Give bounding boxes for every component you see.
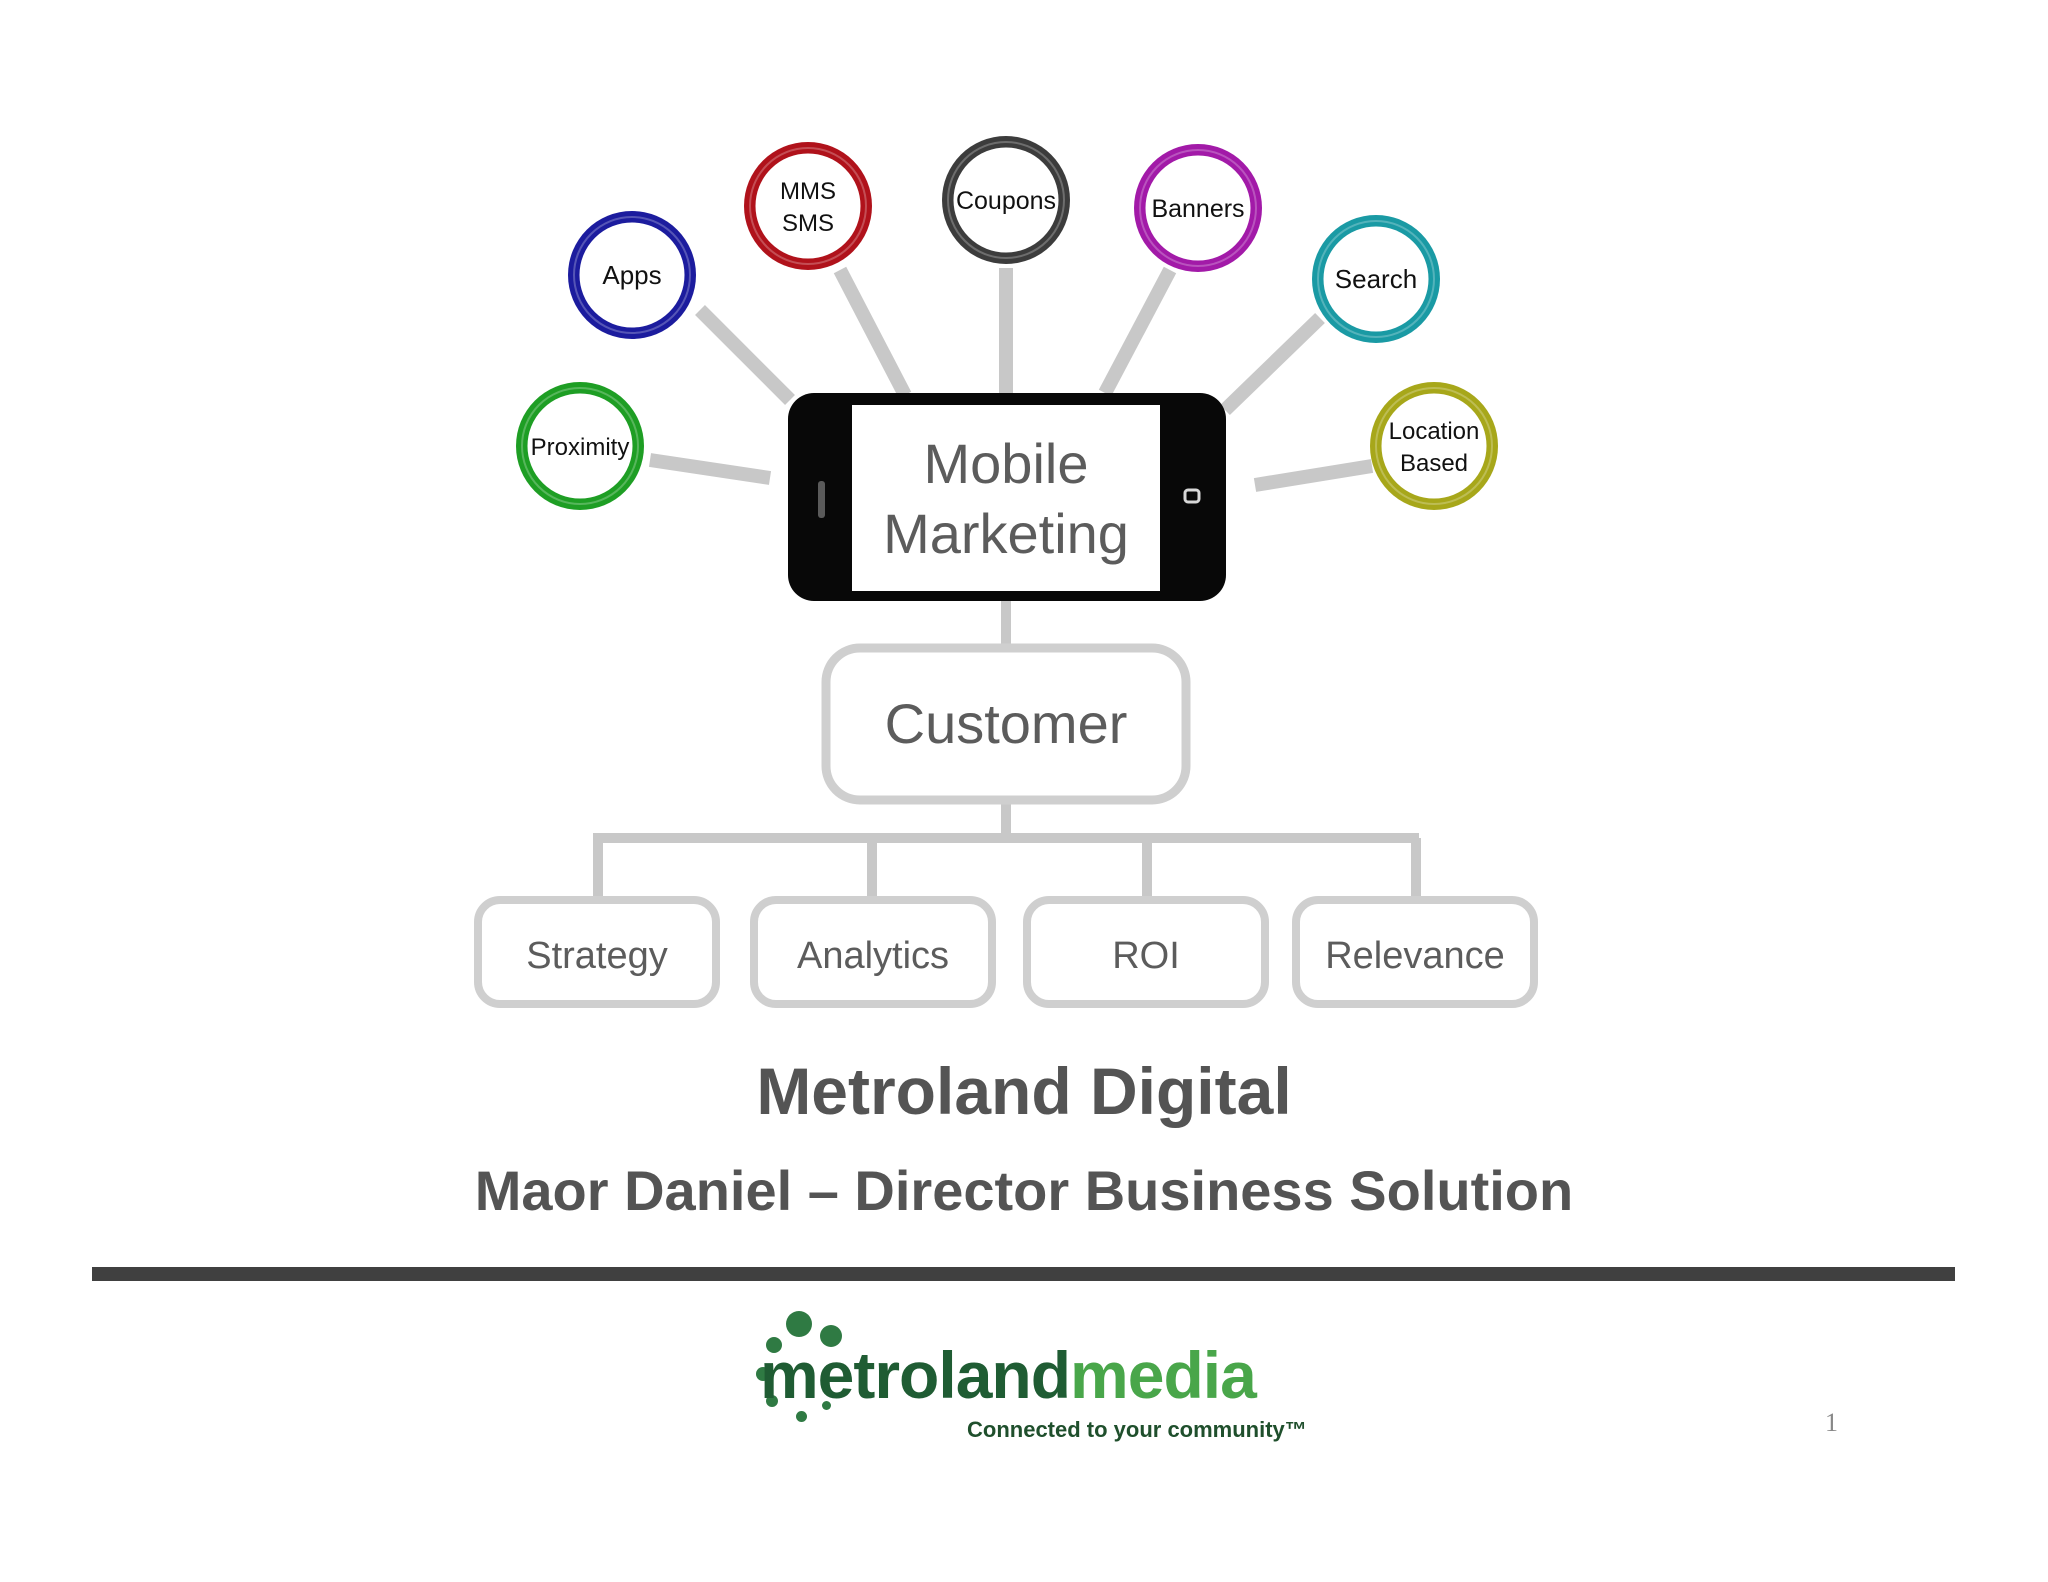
channel-label: Based — [1400, 450, 1468, 477]
page-number: 1 — [1825, 1408, 1838, 1437]
channel-label: MMS — [780, 178, 836, 205]
channel-label: Coupons — [956, 187, 1056, 215]
channel-bubble-proximity: Proximity — [516, 382, 644, 510]
phone-side-button-icon — [818, 481, 825, 518]
channel-bubble-banners: Banners — [1134, 144, 1262, 272]
outcome-box-relevance: Relevance — [1292, 896, 1538, 1008]
channel-label: Proximity — [531, 434, 630, 461]
customer-box: Customer — [821, 643, 1191, 805]
metrolandmedia-logo: metrolandmedia Connected to your communi… — [710, 1305, 1310, 1455]
channel-label: Search — [1335, 264, 1417, 294]
outcome-label: ROI — [1112, 935, 1180, 977]
phone-home-button-icon — [1183, 488, 1201, 504]
center-label-line1: Mobile — [924, 432, 1089, 495]
logo-wordmark: metrolandmedia — [760, 1337, 1257, 1413]
divider-rule — [92, 1267, 1955, 1281]
outcome-box-roi: ROI — [1023, 896, 1269, 1008]
outcome-label: Relevance — [1325, 935, 1505, 977]
phone-graphic: Mobile Marketing — [788, 393, 1226, 601]
channel-bubbles: Proximity Apps MMS SMS Coupons BannersSearchL… — [516, 136, 1498, 510]
logo-dot-icon — [766, 1337, 782, 1353]
channel-label: SMS — [782, 210, 834, 237]
logo-tagline: Connected to your community™ — [967, 1417, 1307, 1442]
connector-lines — [593, 266, 1421, 902]
logo-dot-icon — [796, 1411, 807, 1422]
logo-word-media: media — [1070, 1338, 1257, 1412]
logo-dot-icon — [822, 1401, 831, 1410]
center-label-line2: Marketing — [883, 502, 1129, 565]
outcome-box-strategy: Strategy — [474, 896, 720, 1008]
channel-label: Location — [1389, 418, 1480, 445]
channel-bubble-coupons: Coupons — [942, 136, 1070, 264]
channel-bubble-search: Search — [1312, 215, 1440, 343]
logo-dot-icon — [786, 1311, 812, 1337]
outcome-boxes: Strategy Analytics ROI Relevance — [474, 896, 1538, 1008]
customer-label: Customer — [885, 692, 1128, 755]
channel-bubble-apps: Apps — [568, 211, 696, 339]
slide-title: Metroland Digital — [756, 1054, 1292, 1128]
slide-subtitle: Maor Daniel – Director Business Solution — [474, 1159, 1574, 1222]
logo-dot-icon — [820, 1325, 842, 1347]
logo-dot-icon — [766, 1395, 778, 1407]
logo-dot-icon — [756, 1367, 770, 1381]
outcome-box-analytics: Analytics — [750, 896, 996, 1008]
channel-label: Apps — [602, 260, 661, 290]
channel-label: Banners — [1151, 195, 1244, 223]
outcome-label: Analytics — [797, 935, 949, 977]
logo-word-metroland: metroland — [760, 1338, 1071, 1412]
channel-bubble-mms-sms: MMS SMS — [744, 142, 872, 270]
outcome-label: Strategy — [526, 935, 668, 977]
